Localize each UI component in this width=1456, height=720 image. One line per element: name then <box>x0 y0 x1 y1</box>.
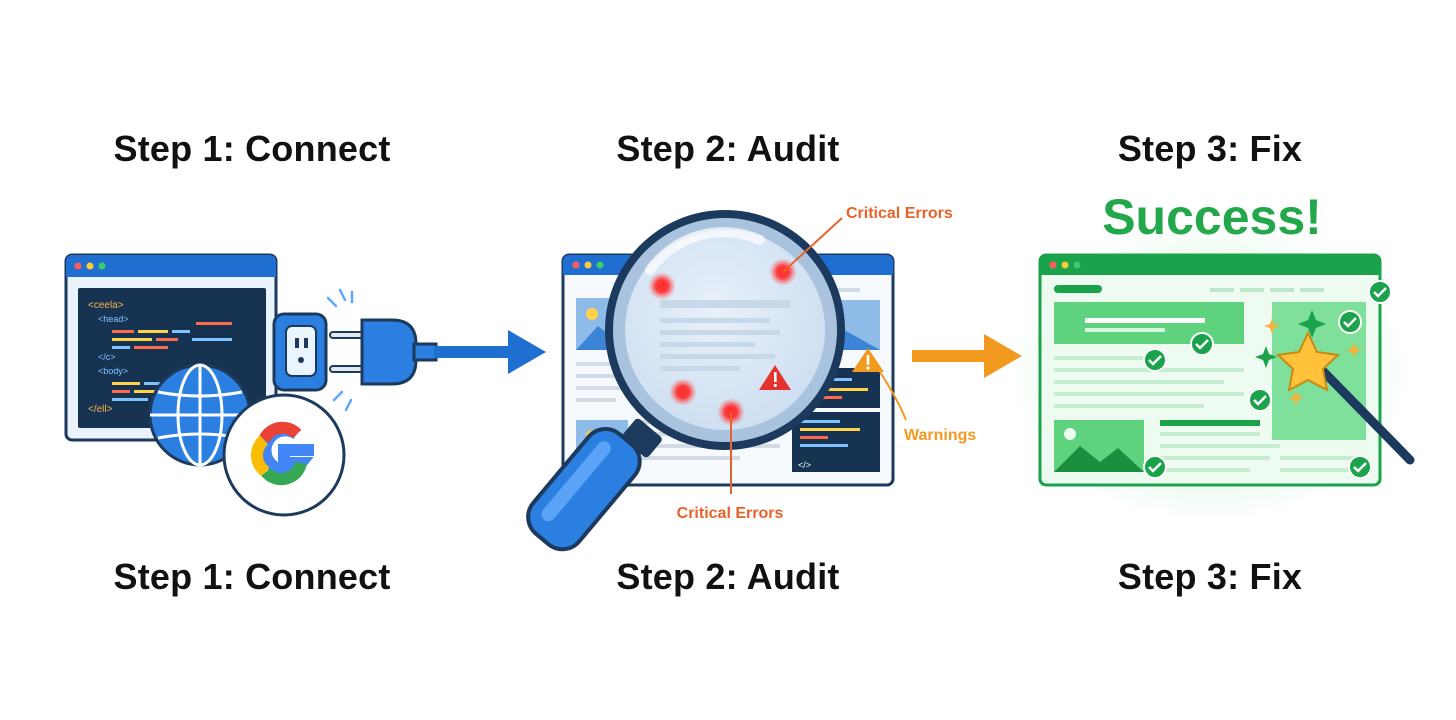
step3-title-bottom: Step 3: Fix <box>1117 556 1303 597</box>
sparkle-icons <box>1255 310 1362 406</box>
critical-errors-label-bottom: Critical Errors <box>677 505 784 522</box>
step1-title-top: Step 1: Connect <box>113 128 391 169</box>
google-letter: G <box>284 529 285 531</box>
check-icon <box>1348 455 1372 479</box>
error-dot <box>648 272 676 300</box>
critical-errors-label-top: Critical Errors <box>846 205 953 222</box>
check-icons <box>1143 280 1392 479</box>
window-min-dot <box>86 262 94 270</box>
magic-wand-icon <box>1275 330 1415 465</box>
arrow-right-icon <box>434 330 546 374</box>
step3-illustration: Success! <box>1010 189 1415 522</box>
code-line: <ceela> <box>88 300 124 311</box>
window-close-dot <box>74 262 82 270</box>
check-icon <box>1368 280 1392 304</box>
warnings-label: Warnings <box>904 427 976 444</box>
code-snippet: </> <box>798 460 811 470</box>
code-bars <box>112 322 232 401</box>
check-icon <box>1338 310 1362 334</box>
check-icon <box>1143 348 1167 372</box>
code-line: </c> <box>98 352 116 362</box>
code-line: <head> <box>98 314 129 324</box>
google-logo-icon: G <box>222 393 346 531</box>
arrow-right-icon <box>912 334 1022 378</box>
code-line: </ell> <box>88 404 113 415</box>
step2-illustration: </> </> <box>526 205 1022 552</box>
window-max-dot <box>98 262 106 270</box>
code-line: <body> <box>98 366 128 376</box>
step3-title-top: Step 3: Fix <box>1117 128 1303 169</box>
step2-title-bottom: Step 2: Audit <box>616 556 840 597</box>
callout-line <box>782 217 843 273</box>
spark-lines <box>326 288 354 412</box>
warning-icon <box>852 348 884 372</box>
power-outlet-icon <box>272 312 328 392</box>
step1-illustration: <ceela> <head> </c> <body> </ell> <box>64 253 546 531</box>
check-icon <box>1143 455 1167 479</box>
step1-title-bottom: Step 1: Connect <box>113 556 391 597</box>
step2-title-top: Step 2: Audit <box>616 128 840 169</box>
error-dot <box>669 378 697 406</box>
check-icon <box>1190 332 1214 356</box>
warning-icon <box>759 365 791 390</box>
check-icon <box>1248 388 1272 412</box>
fixed-browser-window <box>1038 253 1382 487</box>
callout-line <box>879 371 907 421</box>
plug-icon <box>329 318 438 386</box>
